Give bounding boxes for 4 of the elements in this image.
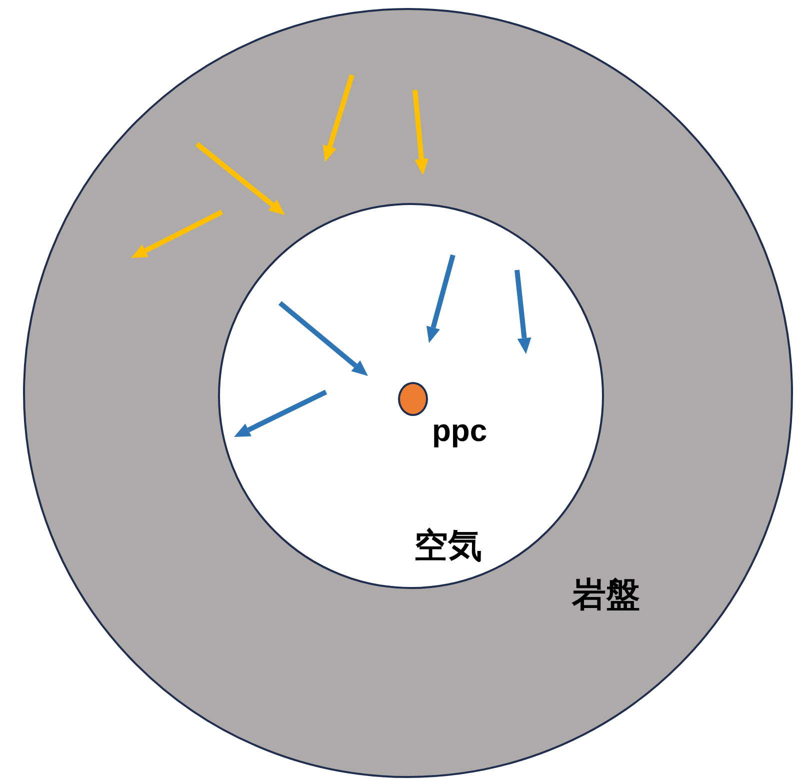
point-label: ppc [432,413,488,449]
source-dot [398,382,428,416]
air-label: 空気 [414,526,482,567]
rock-label: 岩盤 [572,575,640,616]
